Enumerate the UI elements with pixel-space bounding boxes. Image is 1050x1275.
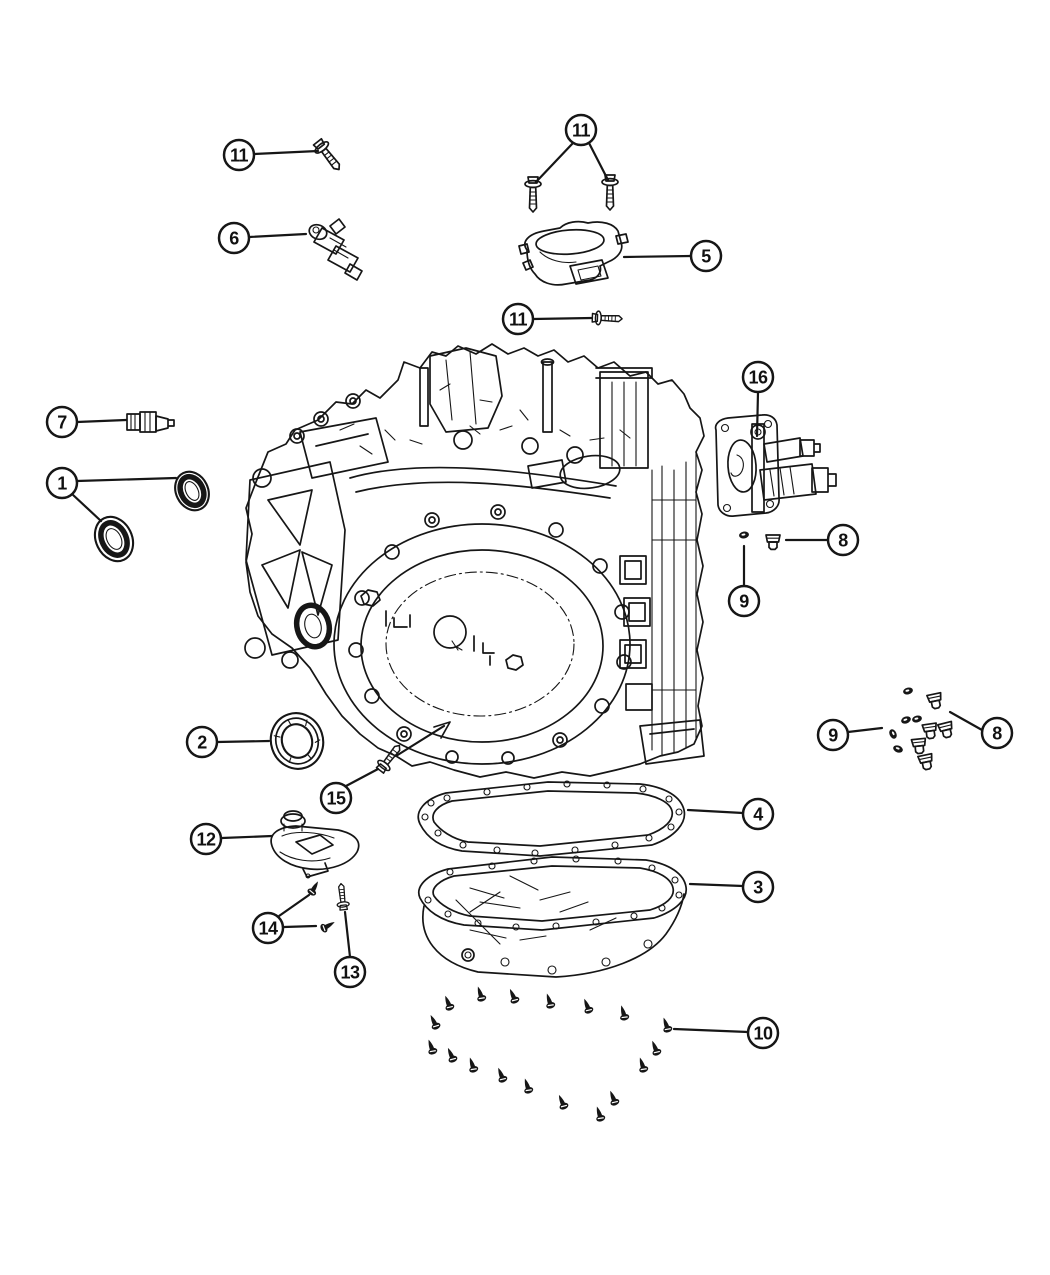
callout-2[interactable]: 2 [185,725,219,759]
svg-text:11: 11 [509,310,528,330]
svg-text:4: 4 [753,805,763,825]
svg-text:14: 14 [258,919,278,939]
callout-12[interactable]: 12 [189,822,223,856]
part-gasket-4 [417,780,686,857]
callout-1[interactable]: 1 [45,466,79,500]
svg-text:3: 3 [753,878,763,898]
callout-8-upper[interactable]: 8 [826,523,860,557]
svg-text:9: 9 [739,592,749,612]
svg-text:7: 7 [57,413,67,433]
callout-4[interactable]: 4 [741,797,775,831]
callout-13[interactable]: 13 [333,955,367,989]
svg-text:8: 8 [838,531,848,551]
part-seal-2 [269,712,325,770]
part-solenoid-5 [518,220,629,286]
svg-text:16: 16 [748,368,768,388]
callout-14[interactable]: 14 [251,911,285,945]
svg-text:2: 2 [197,733,207,753]
part-plug-8a [765,534,781,551]
part-adapter-16 [714,414,837,517]
part-washers-9b [887,686,923,754]
part-bolts-11b [524,174,619,213]
callout-10[interactable]: 10 [746,1016,780,1050]
svg-text:15: 15 [326,789,346,809]
svg-text:8: 8 [992,724,1002,744]
svg-text:1: 1 [57,474,67,494]
callout-9-upper[interactable]: 9 [727,584,761,618]
callout-8-cluster[interactable]: 8 [980,716,1014,750]
svg-text:10: 10 [753,1024,773,1044]
callout-16[interactable]: 16 [741,360,775,394]
svg-text:5: 5 [701,247,711,267]
svg-text:11: 11 [572,121,591,141]
part-sensor-7 [126,411,175,433]
callouts: 11 6 11 5 11 16 7 1 8 9 2 9 8 15 12 [45,113,1014,1050]
callout-11-top-left[interactable]: 11 [222,138,256,172]
transmission-case-drawing [244,343,705,779]
callout-11-mid[interactable]: 11 [501,302,535,336]
callout-5[interactable]: 5 [689,239,723,273]
part-screws-10 [423,984,674,1124]
leader-lines [70,141,984,1034]
part-sensor-6 [308,218,363,281]
callout-9-cluster[interactable]: 9 [816,718,850,752]
callout-3[interactable]: 3 [741,870,775,904]
svg-text:6: 6 [229,229,239,249]
svg-text:12: 12 [196,830,216,850]
part-plugs-8b [910,691,956,772]
part-screw-13 [334,882,351,911]
part-seals-1 [93,470,210,563]
callout-15[interactable]: 15 [319,781,353,815]
svg-text:11: 11 [230,146,249,166]
part-washer-9a [738,530,750,540]
callout-7[interactable]: 7 [45,405,79,439]
callout-6[interactable]: 6 [217,221,251,255]
part-filter-12 [270,810,360,879]
part-bolt-11a [310,136,347,176]
part-bolt-11c [591,310,624,327]
svg-text:9: 9 [828,726,838,746]
svg-text:13: 13 [340,963,360,983]
callout-11-pair[interactable]: 11 [564,113,598,147]
part-pan-3 [418,855,687,978]
